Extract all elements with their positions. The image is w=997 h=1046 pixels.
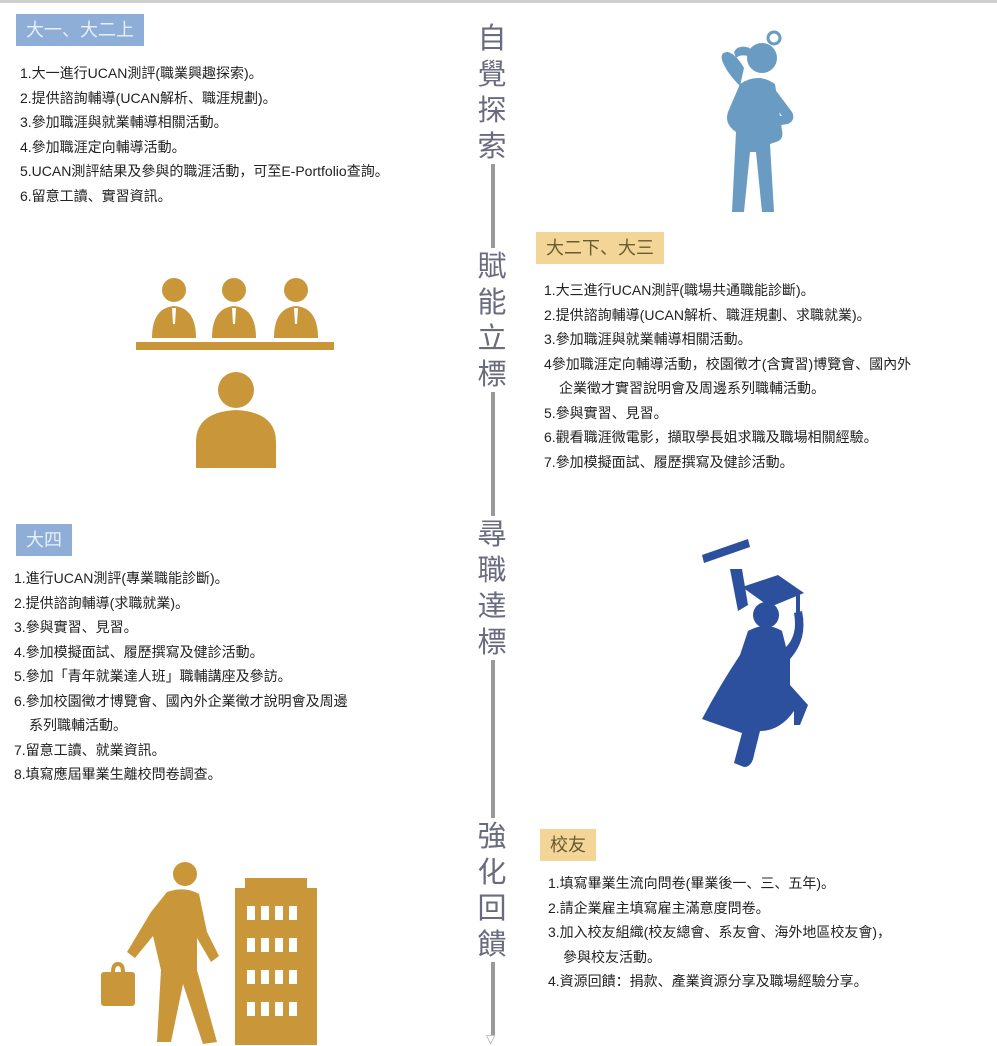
stage-label-4: 強化 回饋 [463,818,523,962]
list-item: 6.留意工讀、實習資訊。 [20,187,172,204]
section-4-list: 1.填寫畢業生流向問卷(畢業後一、三、五年)。 2.請企業雇主填寫雇主滿意度問卷… [548,871,891,994]
thinking-person-icon [721,30,794,212]
stage-label-1-line2: 探索 [477,93,509,163]
list-item: 4.資源回饋：捐款、產業資源分享及職場經驗分享。 [548,973,868,989]
list-item: 1.大一進行UCAN測評(職業興趣探索)。 [20,65,263,81]
list-item: 2.提供諮詢輔導(UCAN解析、職涯規劃、求職就業)。 [544,306,871,323]
stage-label-3-line1: 尋職 [477,517,509,587]
list-item: 4參加職涯定向輔導活動，校園徵才(含實習)博覽會、國內外 [544,355,912,372]
section-3-list: 1.進行UCAN測評(專業職能診斷)。 2.提供諮詢輔導(求職就業)。 3.參與… [14,566,348,787]
list-item: 7.留意工讀、就業資訊。 [14,741,166,758]
list-item-continuation: 參與校友活動。 [548,945,891,970]
list-item: 3.參加職涯與就業輔導相關活動。 [544,331,752,347]
list-item: 2.請企業雇主填寫雇主滿意度問卷。 [548,899,770,916]
list-item-continuation-text: 系列職輔活動。 [29,717,127,733]
list-item: 3.參與實習、見習。 [14,619,138,635]
section-2-tag: 大二下、大三 [536,232,664,264]
list-item-continuation-text: 企業徵才實習說明會及周邊系列職輔活動。 [559,380,825,396]
stage-label-2-line1: 賦能 [477,249,509,319]
stage-label-1-line1: 自覺 [477,21,509,91]
section-1-tag: 大一、大二上 [16,14,144,46]
list-item: 4.參加職涯定向輔導活動。 [20,138,186,155]
list-item: 8.填寫應屆畢業生離校問卷調查。 [14,766,222,782]
stage-label-3-line2: 達標 [477,589,509,659]
list-item-continuation: 企業徵才實習說明會及周邊系列職輔活動。 [544,376,911,401]
section-4-tag: 校友 [540,829,596,861]
businessman-building-icon [101,862,317,1045]
timeline-arrow-icon: ▽ [486,1032,496,1046]
list-item: 2.提供諮詢輔導(UCAN解析、職涯規劃)。 [20,89,277,106]
list-item: 1.進行UCAN測評(專業職能診斷)。 [14,570,229,586]
list-item: 1.大三進行UCAN測評(職場共通職能診斷)。 [544,282,815,298]
stage-label-2-line2: 立標 [477,321,509,391]
list-item-continuation-text: 參與校友活動。 [563,948,661,965]
graduate-icon [702,539,808,767]
list-item: 5.參加「青年就業達人班」職輔講座及參訪。 [14,668,292,684]
section-1-list: 1.大一進行UCAN測評(職業興趣探索)。 2.提供諮詢輔導(UCAN解析、職涯… [20,61,389,208]
section-3-tag: 大四 [16,524,72,556]
list-item: 6.觀看職涯微電影，擷取學長姐求職及職場相關經驗。 [544,429,878,445]
interview-panel-icon [136,278,334,468]
list-item: 1.填寫畢業生流向問卷(畢業後一、三、五年)。 [548,875,835,891]
list-item: 3.參加職涯與就業輔導相關活動。 [20,114,228,130]
list-item: 7.參加模擬面試、履歷撰寫及健診活動。 [544,453,794,470]
list-item: 4.參加模擬面試、履歷撰寫及健診活動。 [14,643,264,660]
list-item: 3.加入校友組織(校友總會、系友會、海外地區校友會)， [548,924,891,940]
stage-label-3: 尋職 達標 [463,516,523,660]
top-border [0,0,997,3]
section-2-list: 1.大三進行UCAN測評(職場共通職能診斷)。 2.提供諮詢輔導(UCAN解析、… [544,278,911,474]
stage-label-4-line2: 回饋 [477,891,509,961]
list-item-continuation: 系列職輔活動。 [14,713,348,738]
list-item: 6.參加校園徵才博覽會、國內外企業徵才說明會及周邊 [14,692,348,709]
list-item: 5.UCAN測評結果及參與的職涯活動，可至E-Portfolio查詢。 [20,163,389,179]
stage-label-2: 賦能 立標 [463,248,523,392]
stage-label-1: 自覺 探索 [463,20,523,164]
list-item: 2.提供諮詢輔導(求職就業)。 [14,594,189,611]
stage-label-4-line1: 強化 [477,819,509,889]
list-item: 5.參與實習、見習。 [544,404,668,421]
